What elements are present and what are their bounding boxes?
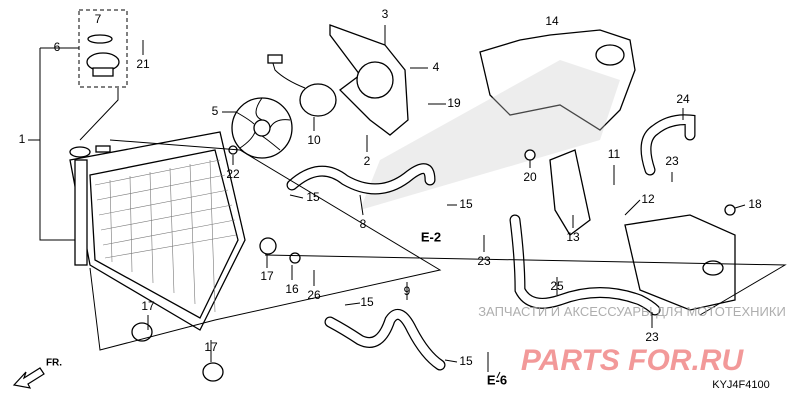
callout: 19 (447, 96, 461, 110)
callout: 23 (645, 330, 659, 344)
hose-25 (510, 215, 660, 315)
callout: 15 (360, 295, 374, 309)
callout: 8 (360, 217, 367, 231)
hose-9 (325, 310, 445, 370)
callout: 3 (382, 7, 389, 21)
callout: 25 (550, 279, 564, 293)
callout: 11 (608, 147, 621, 161)
callout-labels: 7 6 21 1 3 4 5 19 10 2 22 15 8 15 E-2 14… (19, 7, 762, 387)
callout: 21 (136, 57, 150, 71)
callout: 26 (307, 288, 321, 302)
callout: 23 (665, 154, 679, 168)
callout: 1 (19, 132, 26, 146)
watermark-logo: PARTS FOR.RU (521, 344, 745, 377)
radiator (69, 131, 246, 331)
callout: 22 (226, 167, 240, 181)
callout: 9 (404, 284, 411, 298)
watermark-text: ЗАПЧАСТИ И АКСЕССУАРЫ ДЛЯ МОТОТЕХНИКИ (478, 304, 786, 319)
fan-motor (299, 83, 337, 117)
callout: 2 (364, 154, 371, 168)
tank-bracket (549, 149, 591, 236)
callout-ref: E-6 (487, 372, 507, 387)
callout: 14 (545, 14, 559, 28)
front-direction-arrow: FR. (12, 358, 62, 389)
cap-base (92, 67, 114, 77)
callout: 15 (459, 197, 473, 211)
callout-ref: E-2 (421, 229, 441, 244)
callout: 7 (95, 12, 102, 26)
callout: 10 (307, 133, 321, 147)
callout: 18 (748, 197, 762, 211)
callout: 24 (676, 92, 690, 106)
callout: 15 (306, 190, 320, 204)
arrow-icon (12, 367, 45, 389)
direction-label: FR. (46, 358, 62, 369)
callout: 16 (285, 282, 299, 296)
callout: 5 (212, 104, 219, 118)
leader-lines (28, 25, 787, 379)
callout: 17 (204, 340, 218, 354)
callout: 17 (260, 269, 274, 283)
callout: 20 (523, 170, 537, 184)
callout: 6 (54, 40, 61, 54)
callout: 13 (566, 230, 580, 244)
callout: 17 (141, 299, 155, 313)
callout: 15 (459, 354, 473, 368)
o-ring (87, 34, 113, 44)
diagram-code: KYJ4F4100 (712, 379, 769, 391)
callout: 12 (641, 192, 655, 206)
callout: 4 (433, 60, 440, 74)
callout: 23 (477, 254, 491, 268)
